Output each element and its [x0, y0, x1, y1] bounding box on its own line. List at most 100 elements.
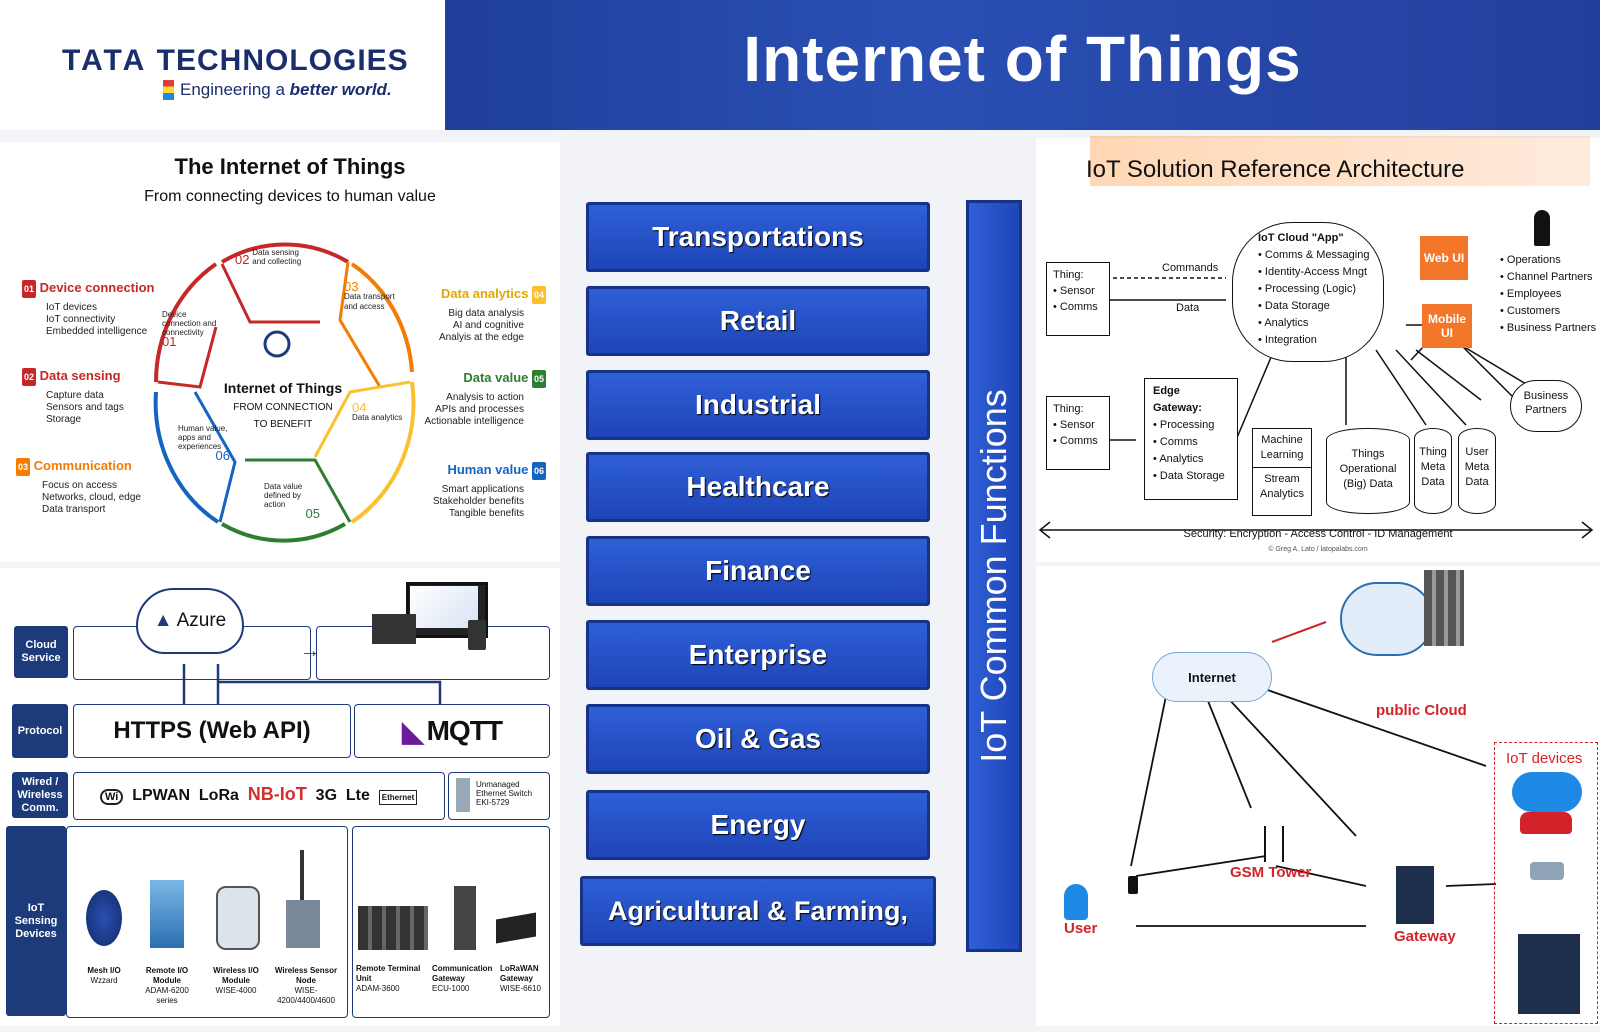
wifi-cloud-icon [1512, 772, 1582, 812]
iot-logo-icon [263, 330, 291, 358]
gateway-icon [1396, 866, 1434, 924]
comm-gateway-icon [454, 886, 476, 950]
industry-transportations: Transportations [586, 202, 930, 272]
ring-arc-01 [154, 262, 218, 383]
ring-chevron-03 [338, 261, 382, 388]
cloud-app-content: IoT Cloud "App" • Comms & Messaging • Id… [1258, 232, 1370, 346]
ring-chevron-01 [157, 326, 218, 389]
thing-meta-cylinder: Thing Meta Data [1414, 428, 1452, 514]
comm-lpwan: LPWAN [132, 787, 191, 804]
ring-label-02: 02 Data sensing and collecting [235, 248, 302, 267]
industry-oil-gas: Oil & Gas [586, 704, 930, 774]
page-title: Internet of Things [743, 23, 1302, 95]
house-icon [1518, 934, 1580, 1014]
mqtt-icon: ◣ [402, 715, 424, 747]
ring-arc-03 [350, 262, 414, 373]
cycle-center-sub2: TO BENEFIT [253, 419, 313, 430]
brand-stripe-icon [163, 80, 174, 100]
industry-industrial: Industrial [586, 370, 930, 440]
phone-icon [1128, 876, 1138, 894]
gsm-tower-icon [1264, 826, 1284, 862]
ring-arc-02 [220, 242, 350, 264]
user-person-icon [1534, 210, 1550, 246]
industry-healthcare: Healthcare [586, 452, 930, 522]
thing-box-2: Thing:• Sensor• Comms [1046, 396, 1110, 470]
network-lines [1130, 621, 1497, 927]
cycle-ring [153, 242, 416, 543]
internet-cloud: Internet [1152, 652, 1272, 702]
public-cloud-label: public Cloud [1376, 702, 1467, 719]
layer-iot-sensing: IoT Sensing Devices [6, 826, 66, 1016]
layer-cloud-service: Cloud Service [14, 626, 68, 678]
wireless-io-icon [216, 886, 260, 950]
protocol-connectors [182, 664, 442, 704]
comm-nbiot: NB-IoT [247, 784, 307, 804]
user-label: User [1064, 920, 1098, 937]
sensor-antenna-icon [300, 850, 304, 900]
edge-gateway: Edge Gateway: • Processing • Comms • Ana… [1144, 378, 1238, 500]
business-partners-cloud: Business Partners [1510, 380, 1582, 432]
brand-logo: TATA TECHNOLOGIES [62, 44, 409, 77]
cycle-center-sub1: FROM CONNECTION [233, 402, 333, 413]
switch-icon [456, 778, 470, 812]
remote-io-icon [150, 880, 184, 948]
industry-retail: Retail [586, 286, 930, 356]
iot-common-functions: IoT Common Functions [966, 200, 1022, 952]
mqtt-box: ◣MQTT [354, 704, 550, 758]
comm-lte: Lte [345, 787, 370, 804]
comm-3g: 3G [315, 787, 338, 804]
cycle-panel [0, 142, 560, 562]
cloud-app [1232, 222, 1384, 362]
public-cloud-icon [1340, 582, 1434, 656]
industry-finance: Finance [586, 536, 930, 606]
iot-devices-label: IoT devices [1506, 750, 1583, 767]
industry-enterprise: Enterprise [586, 620, 930, 690]
arrow-right-icon: → [300, 640, 320, 662]
layer-wired-wireless: Wired / Wireless Comm. [12, 772, 68, 818]
monitor-screen [410, 586, 478, 628]
flame-decoration [1090, 136, 1590, 186]
tablet-icon [468, 620, 486, 650]
ring-chevron-05 [245, 458, 352, 523]
architecture-credit: © Greg A. Lato / latopalabs.com [1268, 546, 1368, 553]
gsm-tower-label: GSM Tower [1230, 864, 1312, 881]
comm-ethernet: Ethernet [378, 790, 418, 805]
cycle-center-title: Internet of Things [223, 380, 343, 396]
things-data-cylinder: Things Operational (Big) Data [1326, 428, 1410, 514]
comm-box [73, 772, 445, 820]
ring-chevron-06 [193, 391, 237, 523]
cycle-subtitle: From connecting devices to human value [144, 188, 436, 205]
ring-arc-04 [350, 381, 416, 524]
car-icon [1520, 812, 1572, 834]
comm-row: Wi LPWAN LoRa NB-IoT 3G Lte Ethernet [100, 784, 418, 805]
wifi-icon: Wi [100, 789, 124, 805]
iot-devices-frame [1494, 742, 1598, 1024]
ml-stream-box: Machine Learning Stream Analytics [1252, 428, 1312, 516]
title-bar [445, 0, 1600, 130]
cycle-title: The Internet of Things [174, 154, 406, 179]
web-ui-button: Web UI [1420, 236, 1468, 280]
layer-protocol: Protocol [12, 704, 68, 758]
mobile-ui-button: Mobile UI [1422, 304, 1472, 348]
architecture-lines [1038, 277, 1594, 539]
industry-agriculture: Agricultural & Farming, [580, 876, 936, 946]
https-box: HTTPS (Web API) [73, 704, 351, 758]
azure-cloud: ▲Azure [136, 588, 244, 654]
ring-arc-05 [220, 522, 347, 543]
architecture-title: IoT Solution Reference Architecture [1086, 156, 1465, 183]
gateway-label: Gateway [1394, 928, 1456, 945]
ring-chevron-04 [313, 380, 411, 458]
laptop-icon [372, 614, 416, 644]
